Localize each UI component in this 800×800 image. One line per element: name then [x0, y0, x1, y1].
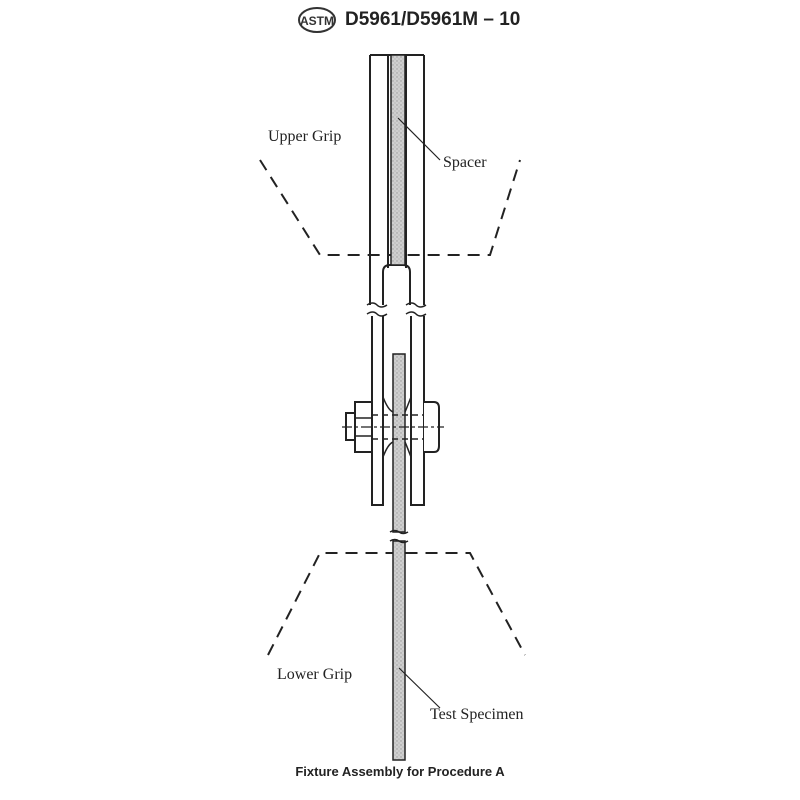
- test-specimen-lower: [392, 540, 406, 761]
- upper-grip-outline: [259, 159, 521, 256]
- label-test-specimen: Test Specimen: [430, 706, 524, 723]
- test-specimen-upper: [392, 353, 406, 533]
- spacer-leader: [397, 117, 441, 161]
- bolt-assembly: [342, 401, 444, 453]
- label-lower-grip: Lower Grip: [277, 666, 353, 683]
- svg-text:ASTM: ASTM: [300, 14, 334, 28]
- specimen-leader: [398, 667, 441, 709]
- upper-fixture: [366, 54, 427, 506]
- label-spacer: Spacer: [443, 154, 487, 171]
- label-upper-grip: Upper Grip: [268, 128, 342, 145]
- astm-logo: ASTM: [298, 7, 336, 33]
- figure-caption: Fixture Assembly for Procedure A: [295, 764, 505, 779]
- spacer: [390, 54, 406, 266]
- standard-designation: D5961/D5961M – 10: [345, 9, 521, 30]
